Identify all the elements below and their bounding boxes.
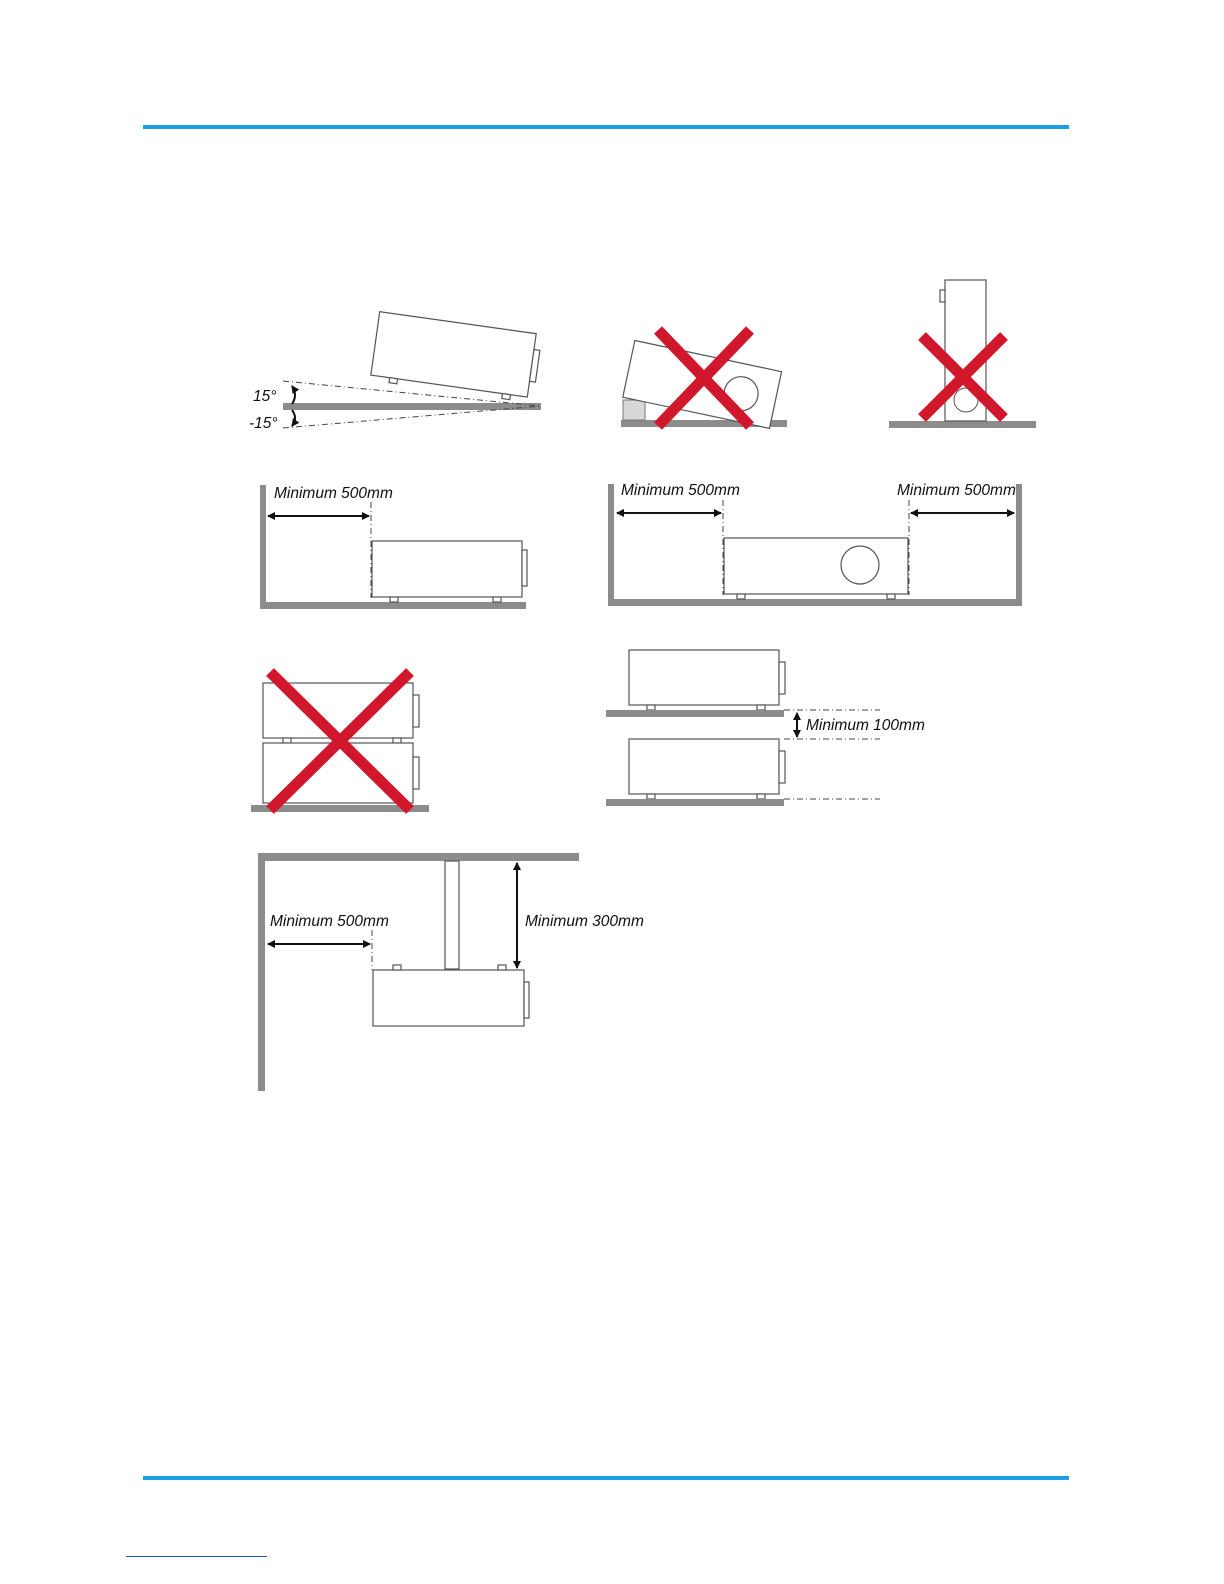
left-clearance-label: Minimum 500mm xyxy=(621,482,740,499)
stack-spacing-label: Minimum 100mm xyxy=(806,717,925,734)
side-clearance-diagram: Minimum 500mm xyxy=(260,485,527,609)
ceiling-mount-diagram: Minimum 500mm Minimum 300mm xyxy=(258,853,644,1091)
tilt-up-label: 15° xyxy=(253,388,276,405)
side-clearance-label: Minimum 500mm xyxy=(274,485,393,502)
footer-link-underline[interactable] xyxy=(126,1556,267,1557)
stack-spacing-diagram: Minimum 100mm xyxy=(606,650,925,806)
wall-clearance-label: Minimum 500mm xyxy=(270,913,389,930)
both-sides-clearance-diagram: Minimum 500mm Minimum 500mm xyxy=(608,482,1022,606)
propped-tilt-prohibited-diagram xyxy=(621,330,787,428)
vertical-prohibited-diagram xyxy=(889,280,1036,428)
direct-stacking-prohibited-diagram xyxy=(251,672,429,812)
projector-tilted xyxy=(370,312,542,403)
right-clearance-label: Minimum 500mm xyxy=(897,482,1016,499)
footer-rule xyxy=(143,1476,1069,1480)
tilt-range-diagram: 15° -15° xyxy=(249,312,542,432)
tilt-down-label: -15° xyxy=(249,415,278,432)
ceiling-clearance-label: Minimum 300mm xyxy=(525,913,644,930)
floor-surface xyxy=(283,403,541,410)
